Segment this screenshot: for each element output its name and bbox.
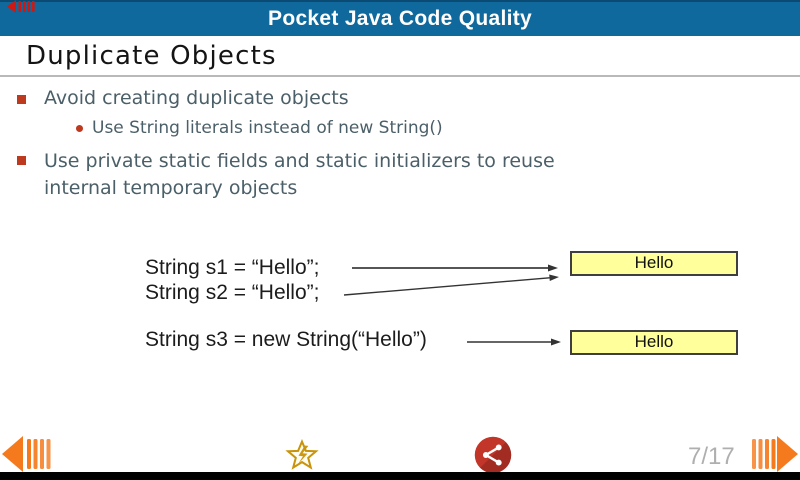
share-button[interactable]: [474, 436, 512, 479]
bullet-text: Use String literals instead of new Strin…: [92, 118, 443, 138]
string-object-box: Hello: [570, 330, 738, 355]
code-line: String s3 = new String(“Hello”): [145, 328, 427, 351]
string-object-box: Hello: [570, 251, 738, 276]
prev-slide-button[interactable]: [2, 436, 52, 477]
next-arrow-icon: [752, 436, 798, 472]
app-title: Pocket Java Code Quality: [268, 7, 532, 30]
prev-arrow-icon: [2, 436, 51, 472]
sub-bullet-item: Use String literals instead of new Strin…: [92, 118, 443, 138]
bullet-item: Use private static fields and static ini…: [44, 148, 555, 202]
bullet-text: Use private static fields and static ini…: [44, 150, 555, 172]
page-indicator: 7/17: [688, 443, 735, 470]
bullet-text: Avoid creating duplicate objects: [44, 87, 349, 109]
bullet-square-icon: [17, 156, 26, 165]
star-icon: [285, 439, 319, 470]
bullet-square-icon: [17, 95, 26, 104]
code-line: String s1 = “Hello”;: [145, 256, 320, 279]
share-icon: [474, 436, 512, 474]
rate-button[interactable]: [285, 438, 319, 477]
bullet-dot-icon: [76, 125, 83, 132]
toolbar: [0, 430, 800, 472]
red-back-arrow-icon[interactable]: [7, 0, 37, 13]
bullet-text: internal temporary objects: [44, 177, 298, 199]
title-divider: [0, 75, 800, 77]
app-title-bar: Pocket Java Code Quality: [0, 0, 800, 36]
bottom-black-bar: [0, 472, 800, 480]
slide-title: Duplicate Objects: [26, 41, 277, 71]
bullet-item: Avoid creating duplicate objects: [44, 87, 349, 109]
next-slide-button[interactable]: [752, 436, 798, 477]
code-line: String s2 = “Hello”;: [145, 281, 320, 304]
